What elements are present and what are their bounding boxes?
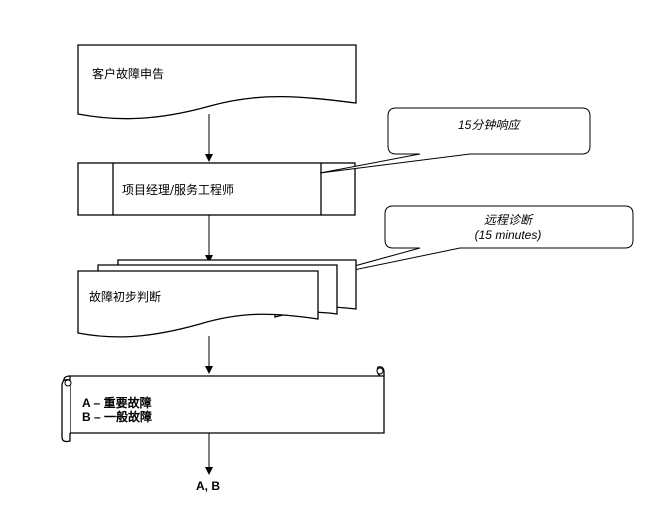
classify-scroll-left-roll bbox=[61, 378, 71, 443]
assign-process-shape bbox=[77, 162, 356, 216]
report-label: 客户故障申告 bbox=[92, 67, 165, 81]
response-callout-shape bbox=[319, 107, 591, 174]
remote-callout-shape bbox=[295, 205, 634, 283]
remote-callout-line2: (15 minutes) bbox=[474, 228, 542, 242]
output-label: A, B bbox=[196, 479, 220, 493]
diagnose-label: 故障初步判断 bbox=[89, 290, 162, 304]
report-document-shape bbox=[77, 44, 357, 120]
remote-callout-line1: 远程诊断 bbox=[483, 213, 532, 227]
assign-label: 项目经理/服务工程师 bbox=[122, 183, 235, 197]
classify-scroll-curl-dot-left bbox=[64, 379, 72, 387]
classify-line-a: A – 重要故障 bbox=[82, 396, 152, 410]
response-callout-label: 15分钟响应 bbox=[458, 118, 520, 132]
diagnose-document-front bbox=[77, 270, 319, 338]
classify-line-b: B – 一般故障 bbox=[82, 410, 153, 424]
classify-scroll-curl-dot bbox=[376, 367, 384, 375]
